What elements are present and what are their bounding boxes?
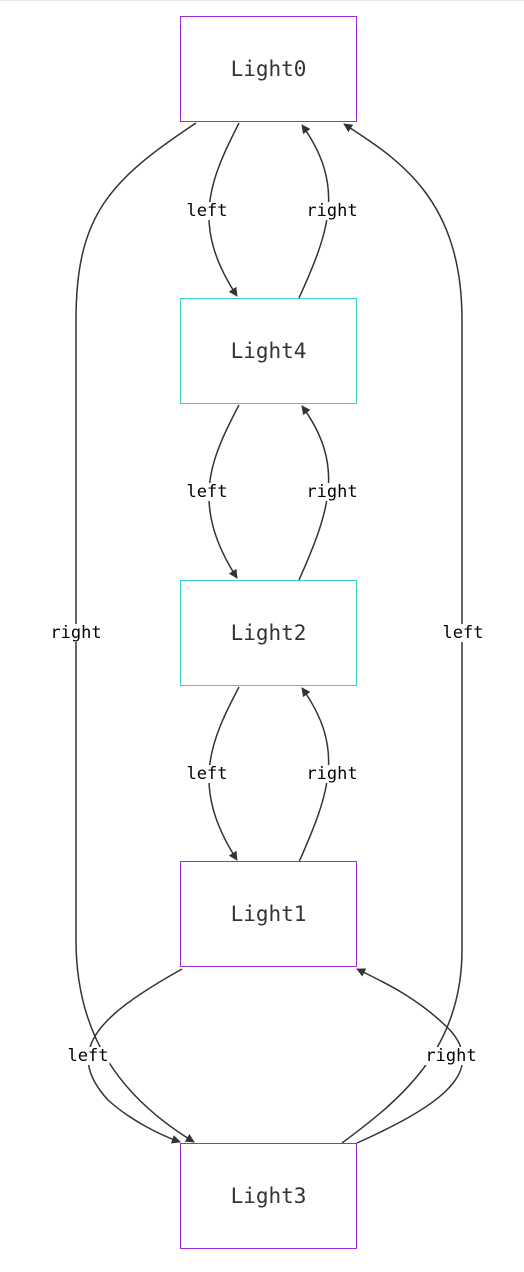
edge-light1-to-light3 (87, 968, 183, 1144)
edge-label-light3-light0: left (441, 623, 485, 643)
edge-light3-to-light1 (356, 968, 464, 1144)
edge-label-light4-light0: right (305, 201, 359, 221)
edge-label-light1-light3: left (66, 1046, 110, 1066)
edge-label-light1-light2: right (305, 764, 359, 784)
edge-label-light0-light4: left (185, 201, 229, 221)
edge-label-light2-light4: right (305, 482, 359, 502)
edge-label-light4-light2: left (185, 482, 229, 502)
node-light2[interactable]: Light2 (180, 580, 357, 686)
edge-label-light0-light3: right (49, 623, 103, 643)
edge-label-light2-light1: left (185, 764, 229, 784)
node-light1[interactable]: Light1 (180, 861, 357, 967)
edge-label-light3-light1: right (424, 1046, 478, 1066)
top-divider (0, 0, 524, 1)
edge-light3-to-light0 (341, 123, 463, 1144)
node-light3[interactable]: Light3 (180, 1143, 357, 1249)
node-light0[interactable]: Light0 (180, 16, 357, 122)
node-light4[interactable]: Light4 (180, 298, 357, 404)
